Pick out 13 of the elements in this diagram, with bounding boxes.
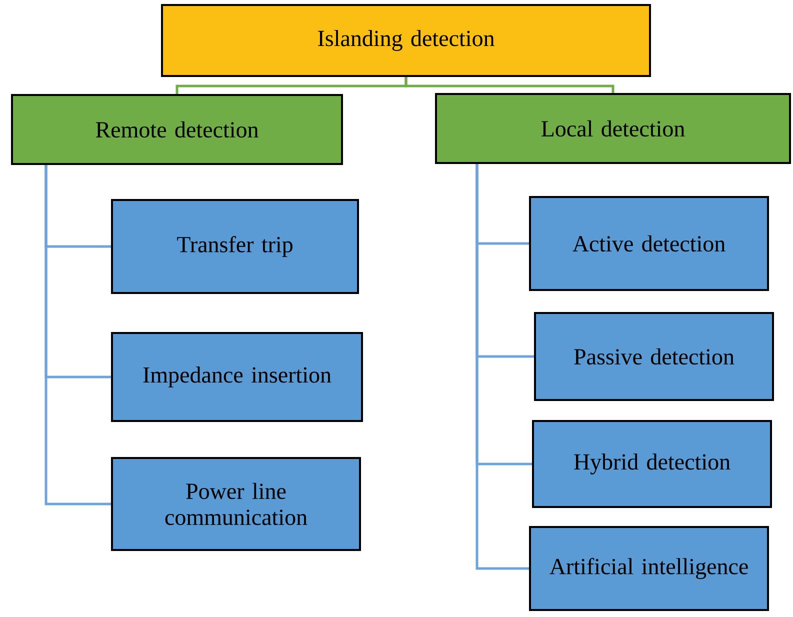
method-box: Active detection — [529, 196, 769, 291]
category-box: Local detection — [435, 93, 791, 164]
method-box: Transfer trip — [111, 199, 359, 294]
connector-line — [44, 165, 111, 506]
root-box: Islanding detection — [161, 4, 651, 77]
category-box: Remote detection — [11, 94, 343, 165]
connector-line — [476, 164, 529, 570]
method-box: Hybrid detection — [532, 420, 772, 508]
connector-line — [404, 77, 614, 93]
method-box: Passive detection — [534, 312, 774, 401]
method-box: Impedance insertion — [111, 332, 363, 422]
method-box: Power line communication — [111, 457, 361, 551]
method-box: Artificial intelligence — [529, 526, 769, 611]
